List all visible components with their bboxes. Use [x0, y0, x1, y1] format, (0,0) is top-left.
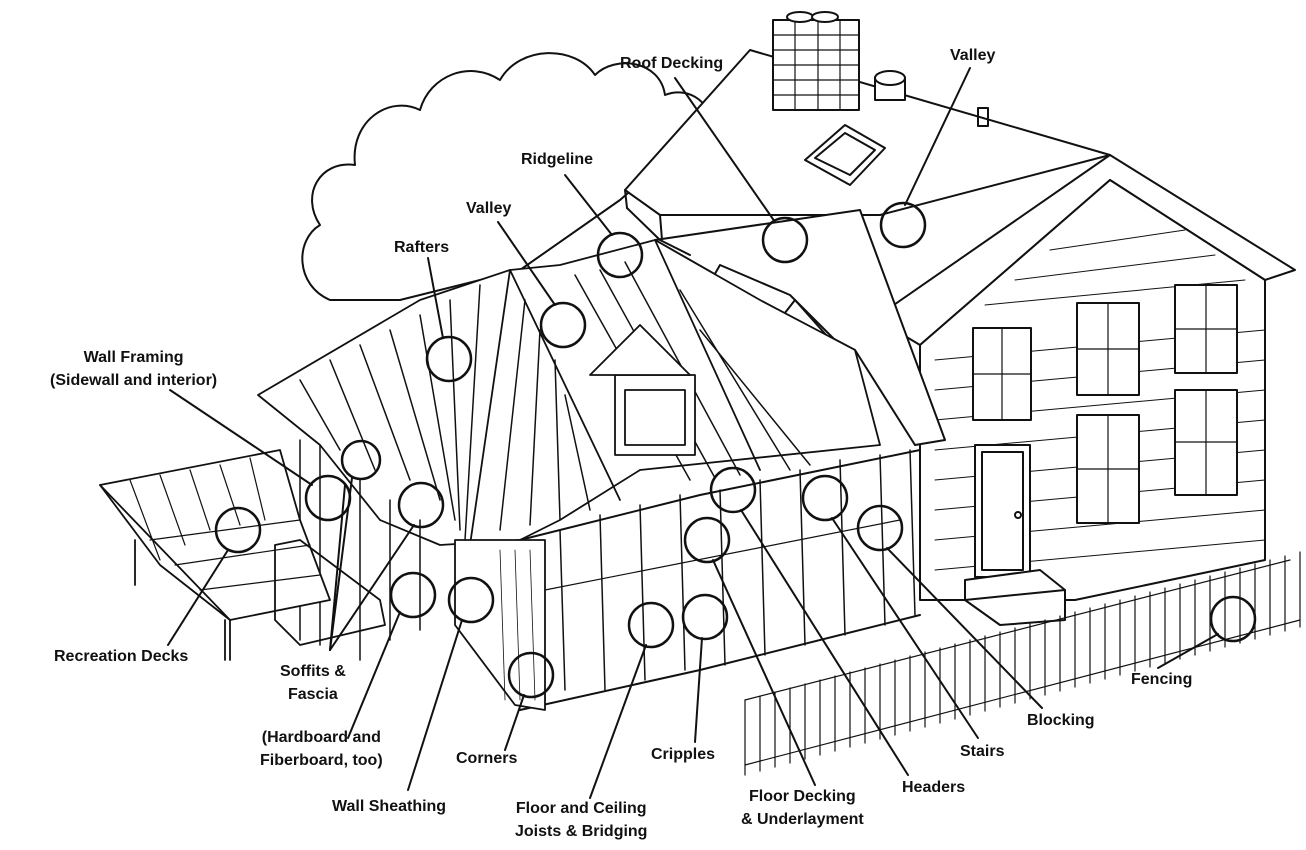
fence — [744, 551, 1301, 776]
callout-circle-roof-decking — [761, 216, 809, 264]
callout-circle-hardboard — [389, 571, 437, 619]
label-blocking: Blocking — [1027, 712, 1095, 729]
callout-circle-joists — [627, 601, 675, 649]
label-hardboard: (Hardboard and Fiberboard, too) — [260, 729, 383, 770]
callout-circle-valley-right — [879, 201, 927, 249]
framed-wing — [257, 239, 921, 711]
label-headers: Headers — [902, 779, 966, 796]
callout-circle-decks — [214, 506, 262, 554]
label-corners: Corners — [456, 750, 518, 767]
callout-circle-corners — [507, 651, 555, 699]
label-floor-decking: Floor Decking & Underlayment — [741, 788, 864, 829]
label-rafters: Rafters — [394, 239, 450, 256]
label-cripples: Cripples — [651, 746, 716, 763]
main-house — [624, 11, 1296, 626]
label-stairs: Stairs — [960, 743, 1005, 760]
callout-circles — [214, 201, 1257, 699]
leader-lines — [167, 67, 1219, 799]
label-soffits-fascia: Soffits & Fascia — [280, 663, 346, 704]
label-ridgeline: Ridgeline — [521, 151, 594, 168]
label-valley-left: Valley — [466, 200, 512, 217]
label-roof-decking: Roof Decking — [620, 55, 724, 72]
label-valley-right: Valley — [950, 47, 996, 64]
label-floor-ceiling: Floor and Ceiling Joists & Bridging — [515, 800, 648, 841]
callout-circle-stairs — [801, 474, 849, 522]
callout-circle-soffit — [340, 439, 382, 481]
callout-circle-fascia — [397, 481, 445, 529]
label-recreation-decks: Recreation Decks — [54, 648, 189, 665]
deck — [99, 449, 386, 661]
callout-circle-ridgeline — [596, 231, 644, 279]
label-wall-framing: Wall Framing (Sidewall and interior) — [50, 349, 218, 390]
callout-circle-sheathing — [447, 576, 495, 624]
callout-circle-headers — [709, 466, 757, 514]
label-wall-sheathing: Wall Sheathing — [332, 798, 447, 815]
callout-circle-cripples — [681, 593, 729, 641]
callout-circle-valley-left — [539, 301, 587, 349]
callout-circle-floor-decking — [683, 516, 731, 564]
callout-circle-blocking — [856, 504, 904, 552]
label-fencing: Fencing — [1131, 671, 1193, 688]
callout-circle-rafters — [425, 335, 473, 383]
callout-circle-fencing — [1209, 595, 1257, 643]
